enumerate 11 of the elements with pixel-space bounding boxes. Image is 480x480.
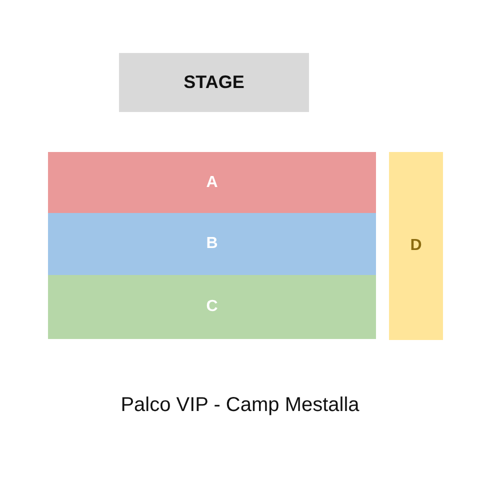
stage-area (119, 53, 309, 112)
section-label: D (410, 237, 422, 255)
seating-section (389, 152, 443, 340)
section-label: B (206, 235, 218, 253)
seating-section (48, 213, 376, 275)
section-label: C (206, 298, 218, 316)
section-label: A (206, 174, 218, 192)
seating-section (48, 152, 376, 213)
section-label: STAGE (184, 72, 244, 93)
seating-section (48, 275, 376, 339)
caption: Palco VIP - Camp Mestalla (120, 394, 360, 417)
